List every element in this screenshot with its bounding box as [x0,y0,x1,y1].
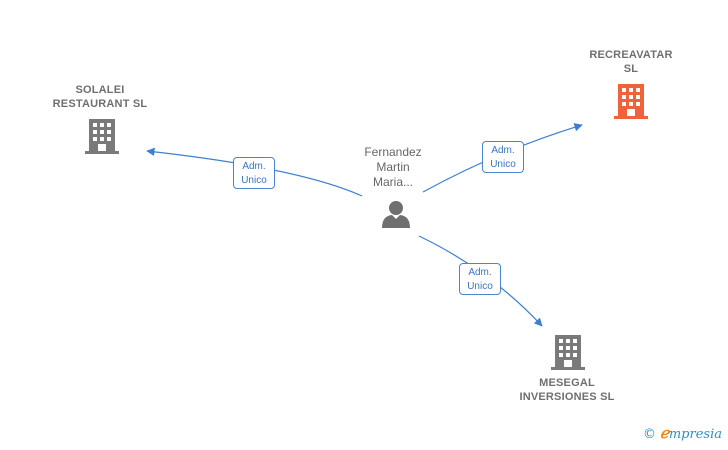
brand-logo: ©ℯmpresia [643,424,722,442]
building-icon[interactable] [614,83,648,119]
brand-initial: ℯ [659,424,669,442]
copyright-symbol: © [642,427,656,442]
edge-label-mesegal[interactable]: Adm. Unico [459,263,501,295]
edge-label-solalei[interactable]: Adm. Unico [233,157,275,189]
edge-label-recreavatar[interactable]: Adm. Unico [482,141,524,173]
person-label[interactable]: Fernandez Martin Maria... [364,145,422,189]
building-icon[interactable] [551,334,585,370]
company-label-recreavatar[interactable]: RECREAVATAR SL [589,49,673,75]
company-label-solalei[interactable]: SOLALEI RESTAURANT SL [52,84,148,110]
company-label-mesegal[interactable]: MESEGAL INVERSIONES SL [519,377,615,403]
brand-name: mpresia [668,427,722,442]
person-icon[interactable] [381,200,411,228]
building-icon[interactable] [85,118,119,154]
edge-person-solalei [146,147,363,197]
